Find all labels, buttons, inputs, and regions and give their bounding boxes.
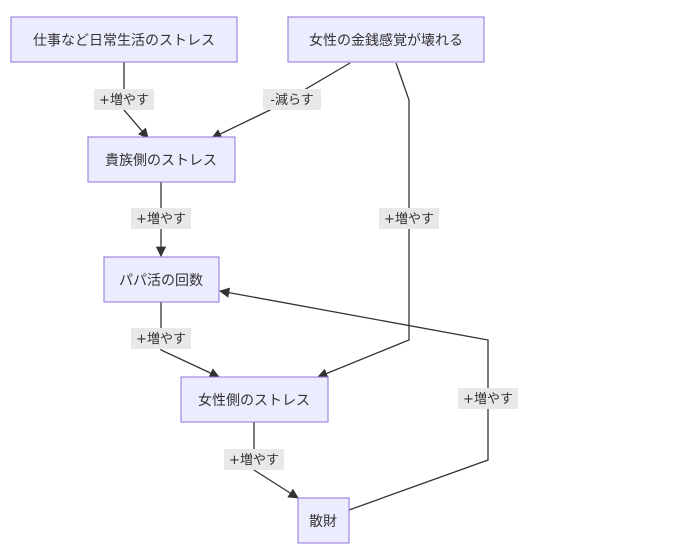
- svg-text:仕事など日常生活のストレス: 仕事など日常生活のストレス: [33, 33, 215, 49]
- edge-label-work-to-noble: +増やす: [94, 89, 154, 110]
- edge-label-money-to-noble: -減らす: [263, 89, 321, 110]
- edge-papa-to-female: [160, 302, 220, 378]
- node-money-sense-broken: 女性の金銭感覚が壊れる: [287, 16, 485, 63]
- svg-text:+増やす: +増やす: [463, 392, 513, 407]
- edge-label-papa-to-female: +増やす: [131, 328, 191, 349]
- node-papa-katsu-count: パパ活の回数: [103, 256, 220, 303]
- edge-label-money-to-female: +増やす: [379, 208, 439, 229]
- svg-text:貴族側のストレス: 貴族側のストレス: [105, 153, 217, 169]
- svg-text:-減らす: -減らす: [270, 92, 313, 108]
- node-female-stress: 女性側のストレス: [180, 376, 329, 423]
- svg-text:+増やす: +増やす: [136, 212, 186, 227]
- node-daily-life-stress: 仕事など日常生活のストレス: [10, 16, 238, 63]
- svg-text:+増やす: +増やす: [136, 332, 186, 347]
- svg-text:散財: 散財: [309, 514, 337, 530]
- svg-text:女性側のストレス: 女性側のストレス: [198, 392, 310, 409]
- edge-label-noble-to-papa: +増やす: [131, 208, 191, 229]
- svg-text:+増やす: +増やす: [99, 93, 149, 108]
- svg-text:+増やす: +増やす: [229, 453, 279, 468]
- svg-text:パパ活の回数: パパ活の回数: [119, 273, 203, 289]
- svg-text:+増やす: +増やす: [384, 212, 434, 227]
- edge-label-spending-to-papa: +増やす: [458, 388, 518, 409]
- node-noble-stress: 貴族側のストレス: [87, 136, 236, 183]
- edge-label-female-to-spending: +増やす: [224, 449, 284, 470]
- node-spending: 散財: [297, 497, 350, 544]
- svg-text:女性の金銭感覚が壊れる: 女性の金銭感覚が壊れる: [309, 32, 463, 49]
